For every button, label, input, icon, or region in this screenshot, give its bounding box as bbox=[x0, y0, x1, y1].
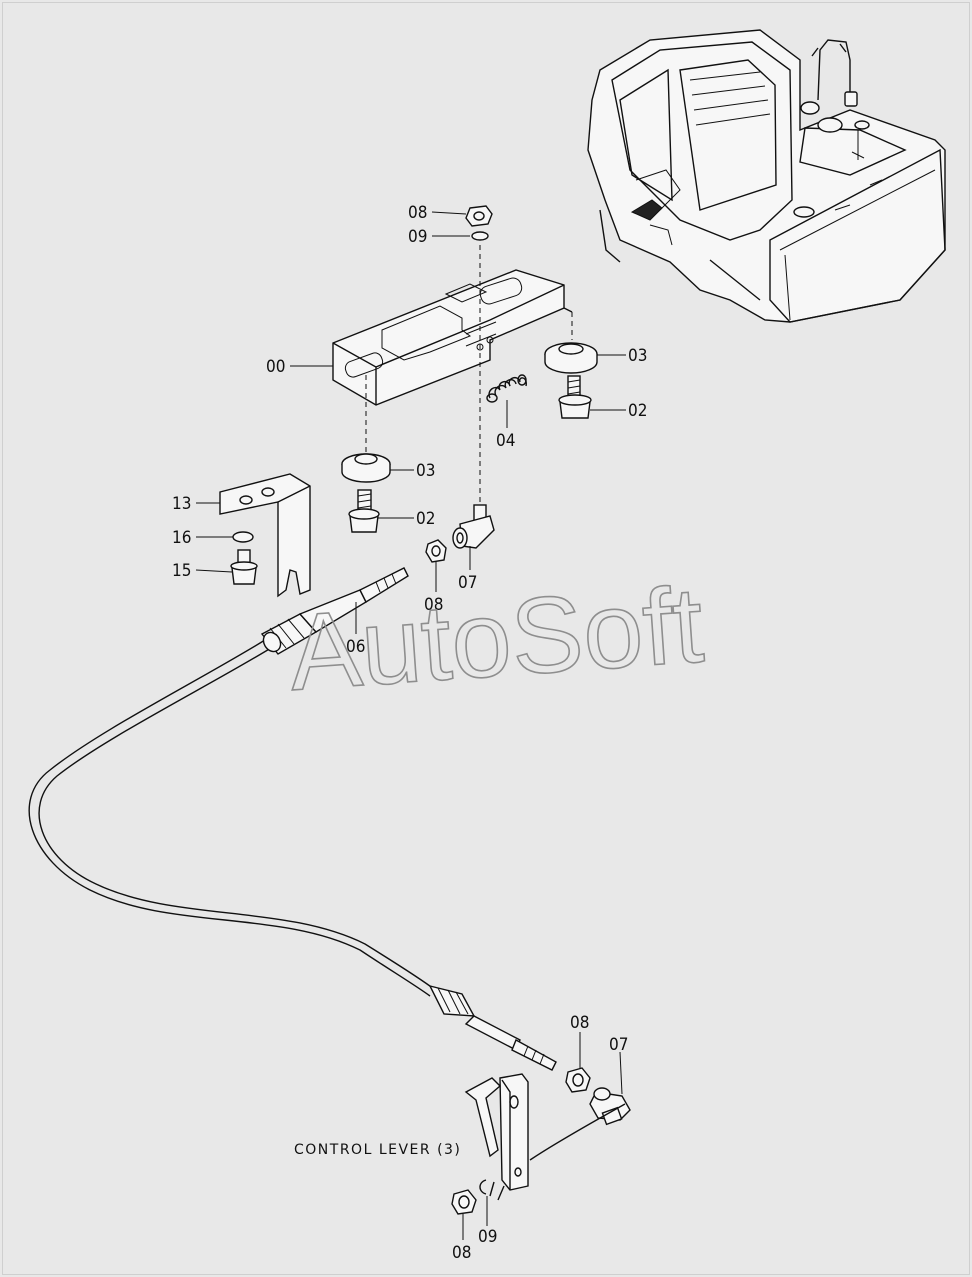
nut-08-top bbox=[465, 205, 493, 227]
callout-03-right: 03 bbox=[628, 346, 647, 366]
watermark-text: AutoSoft bbox=[285, 563, 707, 713]
callout-07-mid: 07 bbox=[458, 573, 477, 593]
rod-link-line bbox=[529, 1103, 626, 1161]
bracket-13 bbox=[219, 473, 311, 598]
washer-09-top bbox=[471, 231, 489, 241]
nut-08-mid bbox=[425, 539, 447, 563]
callout-09-top: 09 bbox=[408, 227, 427, 247]
washer-09-bottom bbox=[479, 1179, 487, 1195]
washer-16 bbox=[232, 531, 254, 543]
callout-15: 15 bbox=[172, 561, 191, 581]
nut-08-bottom bbox=[451, 1189, 477, 1215]
callout-03-left: 03 bbox=[416, 461, 435, 481]
callout-07-low: 07 bbox=[609, 1035, 628, 1055]
callout-09-bottom: 09 bbox=[478, 1227, 497, 1247]
grommet-03-right bbox=[544, 342, 598, 374]
callout-04: 04 bbox=[496, 431, 515, 451]
callout-08-mid: 08 bbox=[424, 595, 443, 615]
callout-08-bottom: 08 bbox=[452, 1243, 471, 1263]
callout-leaders bbox=[195, 211, 626, 1240]
control-cable-06 bbox=[28, 567, 557, 1071]
bolt-02-right bbox=[558, 375, 592, 419]
floor-plate-part bbox=[332, 269, 565, 406]
control-lever-caption: CONTROL LEVER (3) bbox=[294, 1142, 461, 1158]
callout-02-right: 02 bbox=[628, 401, 647, 421]
bolt-02-left bbox=[348, 489, 380, 533]
control-lever-part bbox=[464, 1073, 529, 1201]
excavator-overview-illustration bbox=[587, 29, 946, 323]
callout-13: 13 bbox=[172, 494, 191, 514]
rod-end-07-mid bbox=[452, 504, 495, 549]
callout-00: 00 bbox=[266, 357, 285, 377]
callout-08-top: 08 bbox=[408, 203, 427, 223]
bolt-15 bbox=[230, 549, 258, 585]
nut-08-low bbox=[565, 1067, 591, 1093]
rod-end-07-low bbox=[589, 1087, 631, 1126]
callout-08-low: 08 bbox=[570, 1013, 589, 1033]
callout-16: 16 bbox=[172, 528, 191, 548]
callout-02-left: 02 bbox=[416, 509, 435, 529]
callout-06: 06 bbox=[346, 637, 365, 657]
spring-04 bbox=[486, 374, 527, 403]
grommet-03-left bbox=[341, 453, 391, 483]
connector-line bbox=[563, 307, 573, 313]
